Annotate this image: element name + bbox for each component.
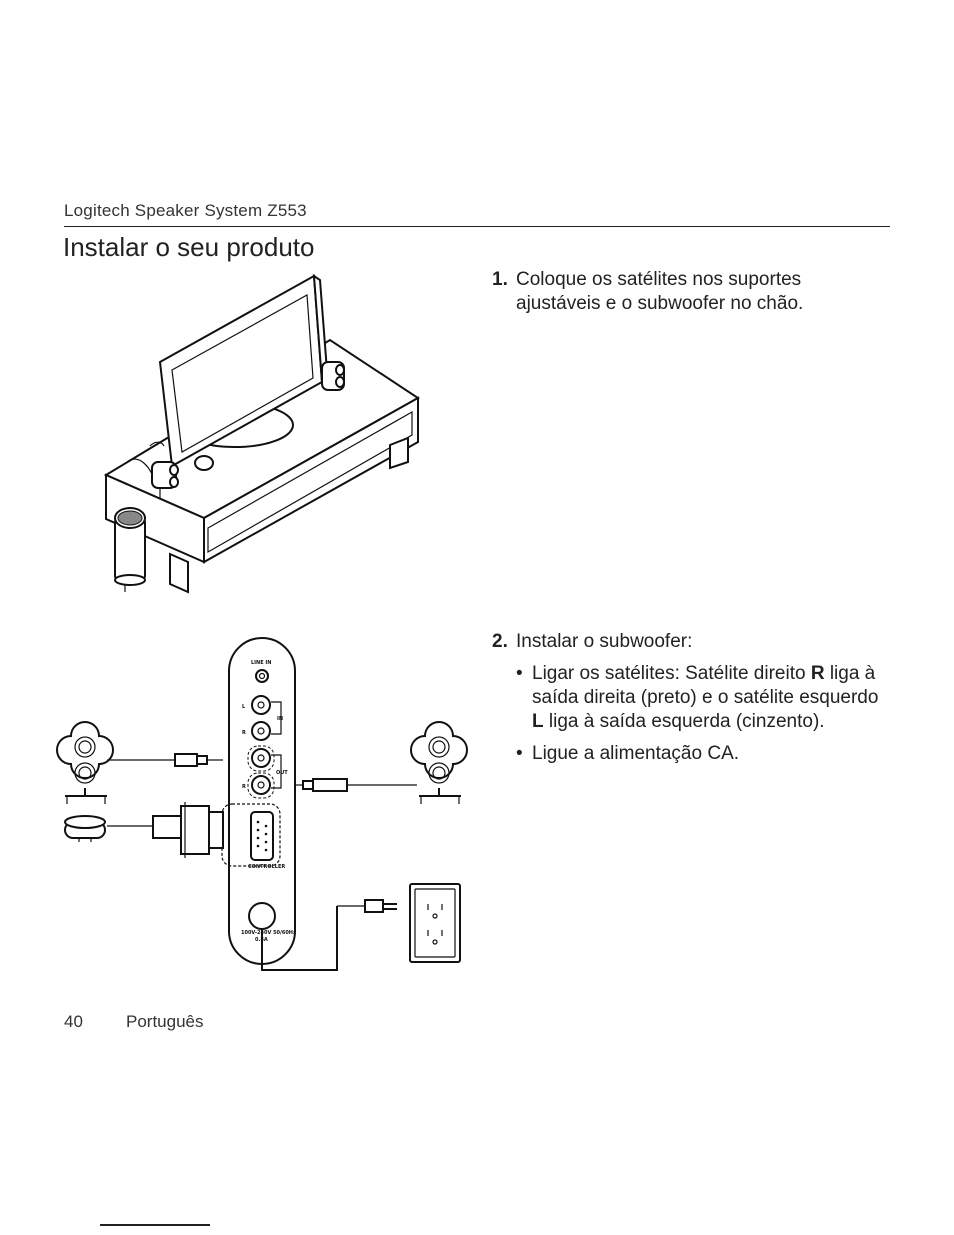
panel-label-in: IN [277,716,283,722]
footer-page-number: 40 [64,1012,83,1031]
left-satellite-on-stand [151,461,179,498]
left-satellite-speaker [56,721,114,804]
step-2-intro: Instalar o subwoofer: [516,631,693,652]
wall-outlet [409,883,461,963]
step-2-bullets: • Ligar os satélites: Satélite direito R… [516,662,892,766]
header-divider [64,226,890,227]
step-number: 1. [492,269,508,290]
right-satellite-on-stand [321,361,345,391]
right-satellite-speaker [410,721,468,804]
page-header-product: Logitech Speaker System Z553 [64,201,307,220]
tv-stand-illustration [103,274,420,594]
step-1: 1. Coloque os satélites nos suportes aju… [492,268,892,316]
footer-language: Português [126,1012,204,1031]
step-1-line-1: Coloque os satélites nos suportes [516,269,802,290]
subwoofer-on-floor [114,507,146,592]
step-1-line-2: ajustáveis e o subwoofer no chão. [516,293,804,314]
bottom-divider [100,1224,210,1226]
page-title: Instalar o seu produto [63,232,315,262]
panel-label-in-r: R [242,730,246,736]
panel-label-out: OUT [276,770,288,776]
step-2: 2. Instalar o subwoofer: • Ligar os saté… [492,630,892,774]
controller-puck [64,815,106,842]
panel-label-controller: CONTROLLER [248,864,285,870]
panel-label-line-in: LINE IN [251,660,271,666]
panel-label-power: 100V-240V 50/60Hz [241,930,296,936]
bullet-connect-power: • Ligue a alimentação CA. [516,743,740,764]
bullet-connect-satellites: • Ligar os satélites: Satélite direito R… [516,663,879,732]
panel-label-out-r: R [242,784,246,790]
step-number: 2. [492,631,508,652]
wiring-diagram: LINE IN L R IN R OUT CONTROLLER 100V-240… [56,637,468,971]
panel-label-in-l: L [242,704,246,710]
